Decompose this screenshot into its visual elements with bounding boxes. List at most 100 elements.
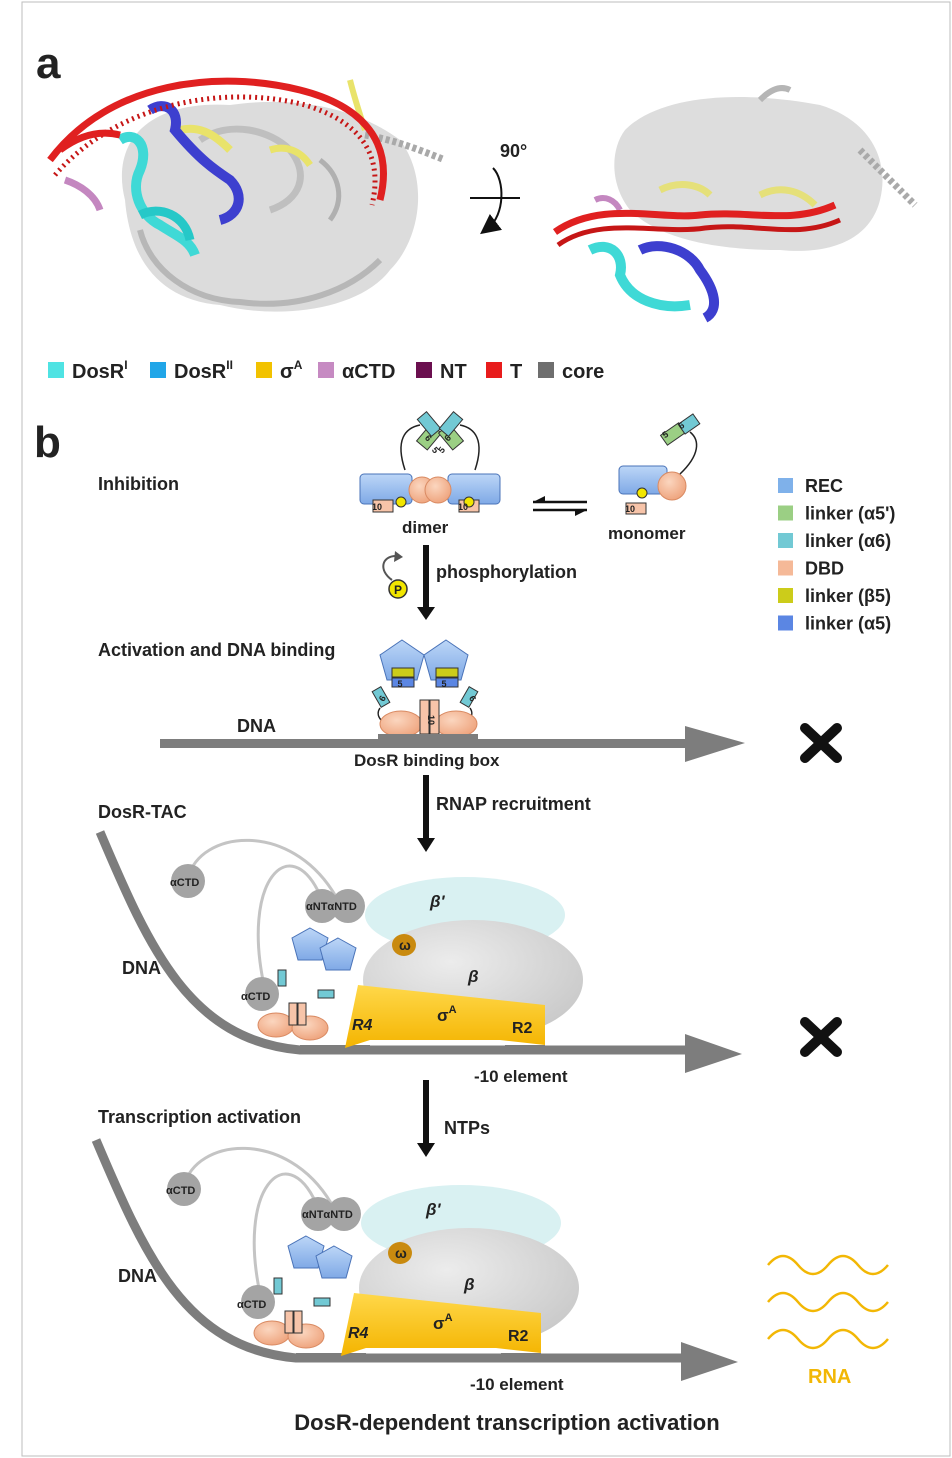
tx-omega bbox=[388, 1242, 412, 1264]
tac-dna-label: DNA bbox=[122, 958, 161, 978]
tac-sigma bbox=[345, 985, 545, 1048]
helix-number-10: 5 bbox=[441, 679, 446, 689]
blocked-x-icon-2 bbox=[800, 1017, 842, 1057]
tx-dna-arrowhead bbox=[681, 1342, 738, 1381]
blocked-x-icon-1 bbox=[800, 723, 842, 763]
tac-dosr-rec-2 bbox=[319, 937, 357, 971]
tx-element-label: -10 element bbox=[470, 1375, 564, 1394]
legend-a-label-1: DosRII bbox=[174, 358, 233, 383]
phosphorylation-arrowhead bbox=[417, 607, 435, 620]
legend-b-swatch-0 bbox=[778, 478, 793, 493]
tx-linker-1 bbox=[182, 1146, 333, 1204]
tac-r4-label: R4 bbox=[352, 1017, 373, 1034]
ntps-label: NTPs bbox=[444, 1118, 490, 1138]
phospho-curved-arrow bbox=[382, 555, 397, 581]
legend-b-label-1: linker (α5') bbox=[805, 504, 895, 524]
dna-arrowhead bbox=[685, 726, 745, 762]
phosphorylation-label: phosphorylation bbox=[436, 562, 577, 582]
legend-b-label-3: DBD bbox=[805, 559, 844, 579]
phosphate-icon bbox=[388, 579, 408, 599]
tx-omega-label: ω bbox=[395, 1245, 407, 1261]
legend-a-swatch-3 bbox=[318, 362, 334, 378]
tx-antd-label: αNTαNTD bbox=[302, 1209, 353, 1221]
legend-b-swatch-4 bbox=[778, 588, 793, 603]
helix-number-7: 10 bbox=[458, 502, 468, 512]
tx-dosr-rec-1 bbox=[287, 1235, 325, 1269]
tx-sigma bbox=[341, 1293, 541, 1356]
tx-helix-6a bbox=[273, 1277, 283, 1295]
tac-minus10-box bbox=[505, 1045, 545, 1052]
legend-b-label-0: REC bbox=[805, 476, 843, 496]
helix-number-11: 6 bbox=[377, 694, 388, 703]
tac-antd-1 bbox=[305, 889, 339, 923]
helix-number-8: 10 bbox=[625, 504, 635, 514]
tac-antd-label: αNTαNTD bbox=[306, 901, 357, 913]
dna-label-1: DNA bbox=[237, 716, 276, 736]
legend-b-swatch-3 bbox=[778, 560, 793, 576]
helix-number-3: 5 bbox=[436, 445, 447, 455]
helix-number-9: 5 bbox=[397, 679, 402, 689]
phosphate-symbol: P bbox=[394, 583, 402, 597]
tac-antd-2 bbox=[331, 889, 365, 923]
tac-helix-10a bbox=[288, 1002, 298, 1026]
legend-b-swatch-2 bbox=[778, 533, 793, 548]
helix-number-13: 10 bbox=[426, 715, 436, 725]
tx-antd-1 bbox=[301, 1197, 335, 1231]
tx-helix-10a bbox=[284, 1310, 294, 1334]
legend-a-label-2: σA bbox=[280, 358, 303, 383]
tac-dna bbox=[95, 830, 690, 1055]
tx-beta-label: β bbox=[463, 1275, 475, 1294]
dimer-label: dimer bbox=[402, 518, 449, 537]
legend-b-label-4: linker (β5) bbox=[805, 586, 891, 606]
legend-a-swatch-4 bbox=[416, 362, 432, 378]
legend-a-label-6: core bbox=[562, 361, 604, 383]
legend-a-swatch-0 bbox=[48, 362, 64, 378]
tx-binding-box bbox=[296, 1353, 366, 1360]
tac-omega bbox=[392, 934, 416, 956]
tx-r4-label: R4 bbox=[348, 1325, 369, 1342]
inhibition-title: Inhibition bbox=[98, 474, 179, 494]
helix-number-4: 6 bbox=[676, 420, 686, 431]
tx-actd-2 bbox=[241, 1285, 275, 1319]
legend-a-label-4: NT bbox=[440, 361, 467, 383]
tx-antd-2 bbox=[327, 1197, 361, 1231]
tx-minus10-box bbox=[501, 1353, 541, 1360]
tx-helix-6b bbox=[313, 1297, 331, 1307]
tac-dosr-rec-1 bbox=[291, 927, 329, 961]
tx-dna-label: DNA bbox=[118, 1266, 157, 1286]
tac-beta-prime-label: β' bbox=[429, 892, 446, 911]
tac-actd-label-1: αCTD bbox=[170, 877, 199, 889]
tx-actd-1 bbox=[167, 1172, 201, 1206]
tac-r2-label: R2 bbox=[512, 1020, 533, 1037]
legend-a-swatch-6 bbox=[538, 362, 554, 378]
legend-b-swatch-1 bbox=[778, 505, 793, 521]
tac-linker-2 bbox=[256, 864, 322, 991]
rnap-recruitment-arrowhead bbox=[417, 838, 435, 852]
tac-beta-label: β bbox=[467, 967, 479, 986]
legend-a-swatch-1 bbox=[150, 362, 166, 378]
tac-actd-label-2: αCTD bbox=[241, 991, 270, 1003]
rotation-symbol: 90° bbox=[470, 141, 527, 235]
figure-caption: DosR-dependent transcription activation bbox=[294, 1410, 719, 1435]
tx-dna bbox=[91, 1138, 686, 1363]
tac-helix-10b bbox=[297, 1002, 307, 1026]
rnap-recruitment-label: RNAP recruitment bbox=[436, 794, 591, 814]
tx-actd-label-2: αCTD bbox=[237, 1299, 266, 1311]
tx-linker-2 bbox=[252, 1172, 318, 1299]
helix-number-12: 6 bbox=[467, 694, 478, 703]
helix-number-0: 6 bbox=[423, 433, 434, 443]
tac-title: DosR-TAC bbox=[98, 802, 187, 822]
tx-dosr-rec-2 bbox=[315, 1245, 353, 1279]
activation-title: Activation and DNA binding bbox=[98, 640, 335, 660]
legend-b-label-5: linker (α5) bbox=[805, 614, 891, 634]
phospho-curved-arrowhead bbox=[394, 551, 403, 562]
rna-transcripts bbox=[767, 1254, 889, 1350]
tx-beta-prime-label: β' bbox=[425, 1200, 442, 1219]
ntps-arrowhead bbox=[417, 1143, 435, 1157]
monomer-label: monomer bbox=[608, 524, 686, 543]
tac-helix-6a bbox=[277, 969, 287, 987]
